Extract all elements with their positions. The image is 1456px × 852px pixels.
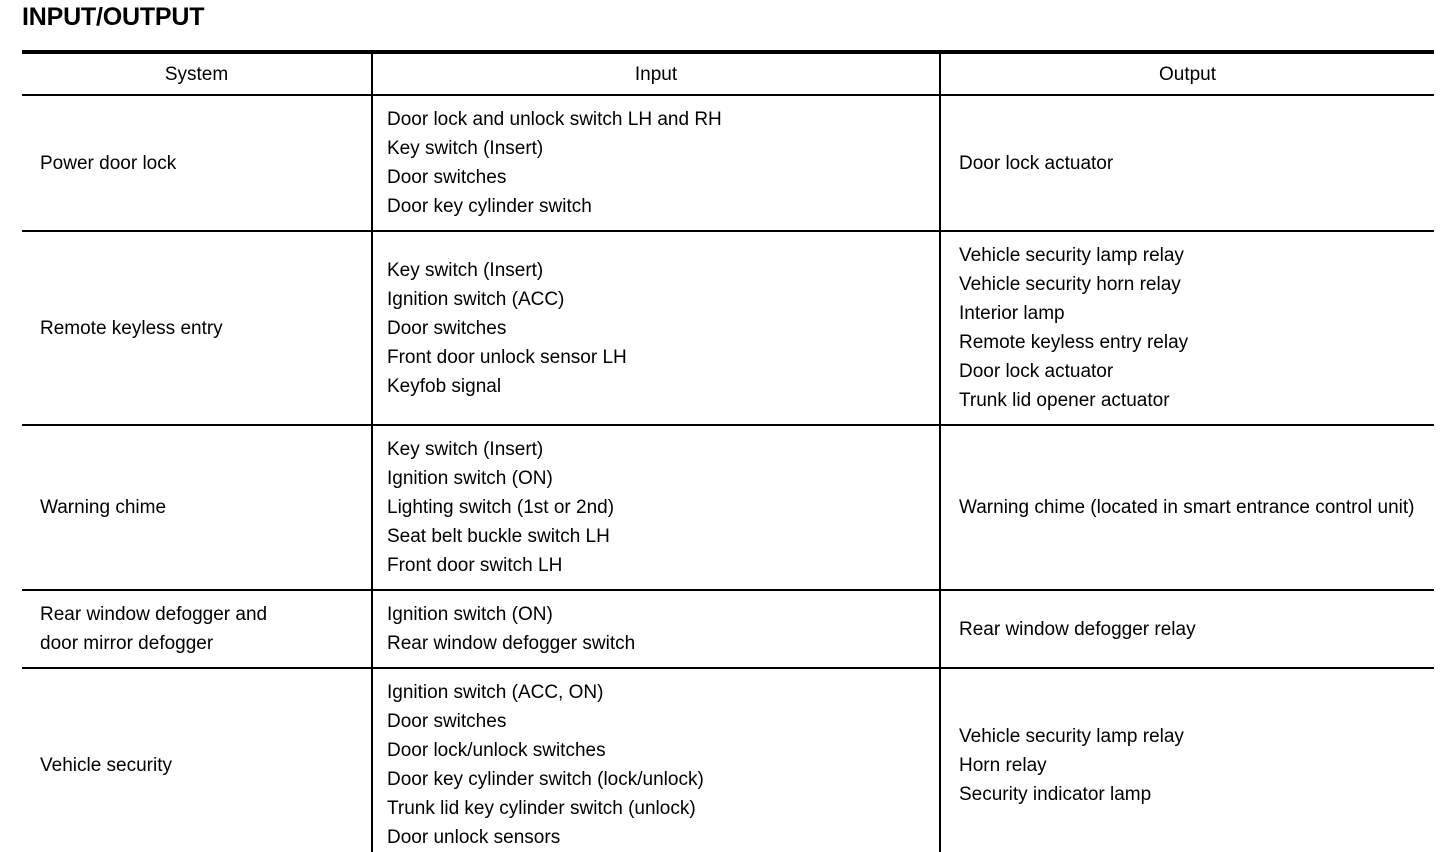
table-row: Vehicle security Ignition switch (ACC, ON… <box>22 668 1434 852</box>
input-item: Key switch (Insert) <box>387 138 544 159</box>
table-row: Remote keyless entry Key switch (Insert) I… <box>22 231 1434 426</box>
cell-input: Ignition switch (ON) Rear window defogger… <box>371 590 940 669</box>
system-label: Rear window defogger and door mirror defo… <box>40 600 361 658</box>
system-label: Warning chime <box>40 493 361 522</box>
table-row: Power door lock Door lock and unlock swit… <box>22 95 1434 232</box>
output-item: Remote keyless entry relay <box>959 332 1189 353</box>
input-item-list: Ignition switch (ON) Rear window defogger… <box>387 591 929 667</box>
table-header: System Input Output <box>22 50 1434 96</box>
input-item-list: Door lock and unlock switch LH and RH Key… <box>387 96 929 230</box>
cell-input: Key switch (Insert) Ignition switch (ACC)… <box>371 231 940 426</box>
cell-input: Door lock and unlock switch LH and RH Key… <box>371 95 940 232</box>
system-label-line: Warning chime <box>40 497 167 518</box>
cell-output: Rear window defogger relay <box>939 590 1434 669</box>
input-item: Door lock and unlock switch LH and RH <box>387 109 722 130</box>
table-header-row: System Input Output <box>22 50 1434 96</box>
input-item-list: Key switch (Insert) Ignition switch (ON) L… <box>387 426 929 589</box>
input-item: Ignition switch (ACC, ON) <box>387 682 604 703</box>
system-label: Remote keyless entry <box>40 314 361 343</box>
output-item-list: Door lock actuator <box>959 140 1424 187</box>
cell-system: Vehicle security <box>22 668 372 852</box>
output-item-list: Warning chime (located in smart entrance… <box>959 484 1424 531</box>
input-item: Door key cylinder switch (lock/unlock) <box>387 769 704 790</box>
output-item: Trunk lid opener actuator <box>959 390 1170 411</box>
output-item: Rear window defogger relay <box>959 618 1196 640</box>
output-item: Vehicle security lamp relay <box>959 245 1184 266</box>
system-label-line: Power door lock <box>40 152 177 174</box>
system-label-line: door mirror defogger <box>40 633 214 654</box>
input-item: Door key cylinder switch <box>387 196 592 217</box>
output-item: Door lock actuator <box>959 361 1114 382</box>
output-item-list: Rear window defogger relay <box>959 606 1424 653</box>
page-title: INPUT/OUTPUT <box>22 3 205 31</box>
column-header-input: Input <box>371 50 940 96</box>
input-item: Door switches <box>387 317 507 339</box>
system-label-line: Remote keyless entry <box>40 317 223 339</box>
cell-input: Key switch (Insert) Ignition switch (ON) L… <box>371 425 940 591</box>
cell-output: Warning chime (located in smart entrance… <box>939 425 1434 591</box>
input-item: Keyfob signal <box>387 375 502 397</box>
input-item: Ignition switch (ON) <box>387 604 553 625</box>
input-item: Lighting switch (1st or 2nd) <box>387 497 615 518</box>
input-item: Trunk lid key cylinder switch (unlock) <box>387 798 696 819</box>
cell-system: Rear window defogger and door mirror defo… <box>22 590 372 669</box>
cell-output: Door lock actuator <box>939 95 1434 232</box>
input-item: Ignition switch (ACC) <box>387 288 565 310</box>
system-label-line: Vehicle security <box>40 754 173 776</box>
system-label: Vehicle security <box>40 751 361 780</box>
output-item: Interior lamp <box>959 303 1065 324</box>
input-item: Ignition switch (ON) <box>387 468 553 489</box>
cell-system: Remote keyless entry <box>22 231 372 426</box>
output-item: Warning chime (located in smart entrance… <box>959 497 1415 518</box>
output-item: Security indicator lamp <box>959 783 1152 805</box>
cell-system: Warning chime <box>22 425 372 591</box>
input-item: Door switches <box>387 167 507 188</box>
input-item: Key switch (Insert) <box>387 259 544 281</box>
input-item: Door unlock sensors <box>387 827 561 848</box>
input-item: Front door switch LH <box>387 555 563 576</box>
input-item-list: Key switch (Insert) Ignition switch (ACC)… <box>387 247 929 410</box>
cell-system: Power door lock <box>22 95 372 232</box>
input-item: Door lock/unlock switches <box>387 740 606 761</box>
table-body: Power door lock Door lock and unlock swit… <box>22 95 1434 852</box>
input-item: Front door unlock sensor LH <box>387 346 627 368</box>
input-item: Seat belt buckle switch LH <box>387 526 610 547</box>
table-row: Warning chime Key switch (Insert) Ignition… <box>22 425 1434 591</box>
input-item: Key switch (Insert) <box>387 439 544 460</box>
output-item: Vehicle security lamp relay <box>959 725 1184 747</box>
input-item: Door switches <box>387 711 507 732</box>
output-item: Vehicle security horn relay <box>959 274 1181 295</box>
system-label: Power door lock <box>40 149 361 178</box>
column-header-system: System <box>22 50 372 96</box>
column-header-output: Output <box>939 50 1434 96</box>
output-item: Horn relay <box>959 754 1047 776</box>
table-row: Rear window defogger and door mirror defo… <box>22 590 1434 669</box>
system-label-line: Rear window defogger and <box>40 604 268 625</box>
input-item: Rear window defogger switch <box>387 633 636 654</box>
output-item: Door lock actuator <box>959 152 1114 174</box>
